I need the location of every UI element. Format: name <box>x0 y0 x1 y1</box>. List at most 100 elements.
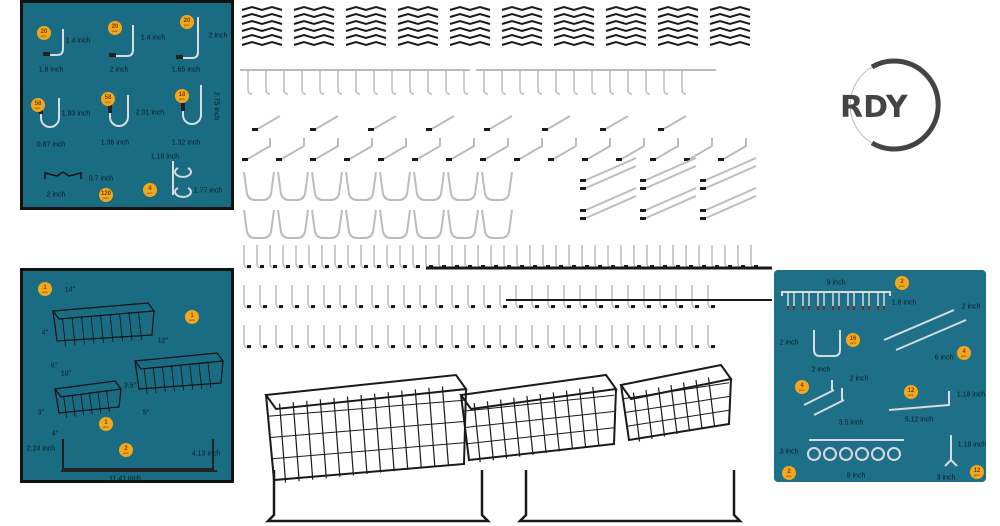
dimension-label: 1.36 inch <box>100 139 130 147</box>
quantity-value: 1 <box>43 284 47 291</box>
dimension-label: 6 inch <box>934 354 954 362</box>
cable-tie <box>449 40 491 47</box>
dimension-label: 1.4 inch <box>140 34 166 42</box>
dimension-label: 5'' <box>142 409 150 417</box>
product-diagram <box>51 302 225 472</box>
cable-tie <box>657 12 699 19</box>
cable-tie <box>293 33 335 40</box>
dimension-label: 4'' <box>41 329 49 337</box>
dimension-label: 2 inch <box>109 66 129 74</box>
quantity-value: 120 <box>100 190 111 197</box>
quantity-value: 4 <box>800 382 804 389</box>
dimension-label: 3'' <box>37 409 45 417</box>
cable-tie <box>241 5 283 12</box>
cable-tie <box>345 33 387 40</box>
logo-ring-icon: RDY <box>840 58 941 152</box>
dimension-label: 6'' <box>50 362 58 370</box>
cable-tie <box>501 40 543 47</box>
dimension-label: 5.12 inch <box>904 416 934 424</box>
quantity-unit: pcs <box>179 96 185 101</box>
dimension-label: 2 inch <box>208 32 228 40</box>
quantity-unit: pcs <box>961 353 967 358</box>
dimension-label: 2 inch <box>849 375 869 383</box>
cable-tie <box>241 19 283 26</box>
cable-tie <box>345 26 387 33</box>
shelf-bar <box>516 470 744 523</box>
quantity-unit: pcs <box>908 392 914 397</box>
quantity-unit: pcs <box>147 190 153 195</box>
dimension-label: 2.01 inch <box>135 109 165 117</box>
cable-tie <box>553 5 595 12</box>
dimension-label: 2 inch <box>811 366 831 374</box>
cable-tie <box>605 40 647 47</box>
cable-tie <box>397 33 439 40</box>
dimension-label: 4.13 inch <box>191 450 221 458</box>
dimension-label: 9 inch <box>846 472 866 480</box>
dimension-label: 9 inch <box>826 279 846 287</box>
cable-tie <box>397 19 439 26</box>
brand-logo: RDY <box>832 55 952 155</box>
quantity-value: 2 <box>900 278 904 285</box>
quantity-unit: pcs <box>189 317 195 322</box>
dimension-label: 1.4 inch <box>65 37 91 45</box>
dimension-label: 12'' <box>157 337 169 345</box>
quantity-unit: pcs <box>103 195 109 200</box>
cable-tie <box>397 40 439 47</box>
basket-dimensions-panel: 14'' 4'' 6'' 12'' 10'' 3.5'' 3'' 5'' 4'' 2.24 inc… <box>20 268 234 483</box>
cable-tie <box>345 40 387 47</box>
cable-tie <box>553 26 595 33</box>
quantity-unit: pcs <box>850 340 856 345</box>
dimension-label: 10'' <box>60 370 72 378</box>
dimension-label: 1.93 inch <box>61 110 91 118</box>
quantity-unit: pcs <box>799 387 805 392</box>
quantity-value: 20 <box>40 28 48 35</box>
cable-tie <box>501 26 543 33</box>
dimension-label: 1.18 inch <box>956 391 986 399</box>
cable-tie <box>449 5 491 12</box>
quantity-unit: pcs <box>123 450 129 455</box>
dimension-label: 3.5'' <box>123 382 137 390</box>
dimension-label: 14'' <box>64 286 76 294</box>
cable-tie <box>605 5 647 12</box>
cable-tie <box>449 33 491 40</box>
quantity-unit: pcs <box>974 472 980 477</box>
dimension-label: 1.18 inch <box>150 153 180 161</box>
quantity-value: 1 <box>104 419 108 426</box>
cable-tie <box>449 19 491 26</box>
dimension-label: 2 inch <box>46 191 66 199</box>
cable-tie <box>449 26 491 33</box>
dimension-label: 0.87 inch <box>36 141 66 149</box>
quantity-value: 58 <box>104 94 112 101</box>
product-diagram <box>39 17 202 198</box>
dimension-label: 11.41 inch <box>109 475 141 483</box>
quantity-value: 20 <box>111 23 119 30</box>
dimension-label: 1.18 inch <box>957 441 987 449</box>
dimension-label: 2.24 inch <box>26 445 56 453</box>
dimension-label: 4'' <box>51 430 59 438</box>
quantity-unit: pcs <box>42 289 48 294</box>
shelf-bar <box>264 470 492 523</box>
dimension-label: 2 inch <box>779 339 799 347</box>
quantity-value: 16 <box>849 335 857 342</box>
cable-tie <box>709 40 751 47</box>
quantity-value: 20 <box>183 17 191 24</box>
dimension-label: 1.32 inch <box>171 139 201 147</box>
cable-tie <box>605 19 647 26</box>
cable-tie <box>293 26 335 33</box>
cable-tie <box>709 19 751 26</box>
